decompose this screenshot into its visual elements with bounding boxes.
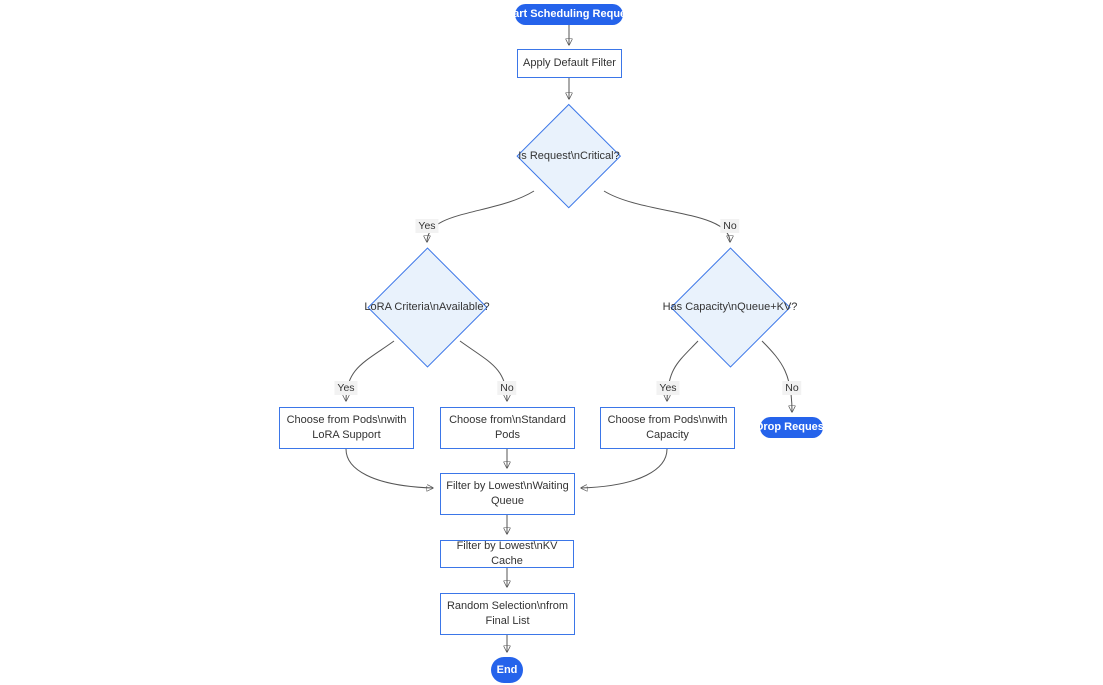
node-has-capacity-label: Has Capacity\nQueue+KV? [662,301,798,313]
node-choose-lora-pods: Choose from Pods\nwith LoRA Support [279,407,414,449]
edge-label-lora-yes: Yes [334,381,358,395]
edge-label-capacity-no: No [782,381,802,395]
edge-choose-lora-to-filter-queue [345,448,433,488]
node-apply-default-filter: Apply Default Filter [517,49,622,78]
node-choose-standard-pods-label: Choose from\nStandard Pods [449,414,566,441]
edge-choose-capacity-to-filter-queue [581,448,668,488]
node-drop-request-label: Drop Request [755,421,828,434]
node-choose-capacity-pods-label: Choose from Pods\nwith Capacity [607,414,728,441]
node-is-request-critical: Is Request\nCritical? [517,104,621,208]
node-filter-kv-cache-label: Filter by Lowest\nKV Cache [456,540,558,567]
node-lora-criteria: LoRA Criteria\nAvailable? [364,246,490,368]
node-random-selection: Random Selection\nfrom Final List [440,593,575,635]
node-has-capacity: Has Capacity\nQueue+KV? [663,246,797,368]
node-apply-default-filter-label: Apply Default Filter [523,57,616,70]
node-choose-capacity-pods: Choose from Pods\nwith Capacity [600,407,735,449]
edge-label-critical-no: No [720,219,740,233]
node-end: End [491,657,523,683]
node-end-label: End [496,663,518,676]
edge-label-critical-yes: Yes [415,219,439,233]
node-random-selection-label: Random Selection\nfrom Final List [446,600,569,627]
node-is-request-critical-label: Is Request\nCritical? [518,150,620,162]
edge-label-lora-no: No [497,381,517,395]
node-filter-waiting-queue-label: Filter by Lowest\nWaiting Queue [446,480,569,507]
node-choose-standard-pods: Choose from\nStandard Pods [440,407,575,449]
node-lora-criteria-label: LoRA Criteria\nAvailable? [364,301,490,313]
node-start: Start Scheduling Request [502,4,636,25]
node-filter-kv-cache: Filter by Lowest\nKV Cache [440,540,574,568]
node-start-label: Start Scheduling Request [502,8,636,21]
node-drop-request: Drop Request [755,417,828,438]
node-choose-lora-pods-label: Choose from Pods\nwith LoRA Support [286,414,407,441]
edge-label-capacity-yes: Yes [656,381,680,395]
node-filter-waiting-queue: Filter by Lowest\nWaiting Queue [440,473,575,515]
